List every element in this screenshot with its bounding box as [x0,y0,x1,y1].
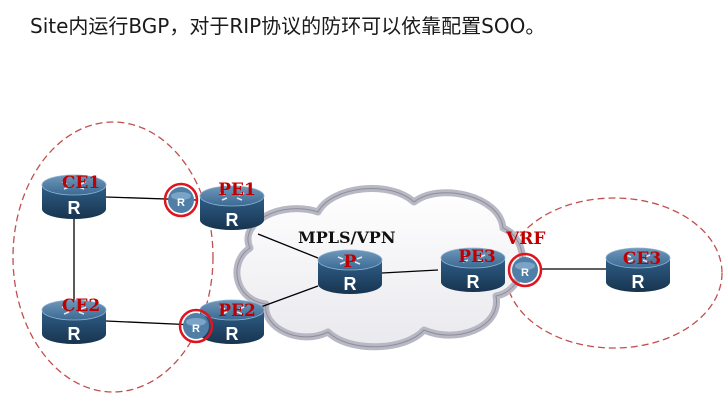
svg-text:R: R [344,274,357,294]
site1-boundary [12,121,214,393]
vrf-marker-pe2: R [178,308,214,344]
label-ce1: CE1 [62,173,100,193]
router-ce3: R CE3 [605,247,671,293]
label-mpls-vpn: MPLS/VPN [298,228,395,247]
svg-text:R: R [521,267,529,279]
router-pe3: R PE3 [440,247,506,293]
label-pe3: PE3 [458,247,496,267]
svg-text:R: R [226,210,239,230]
router-pe2: R PE2 [199,299,265,345]
label-pe2: PE2 [218,301,256,321]
vrf-marker-pe3: R [507,252,543,288]
svg-text:R: R [177,197,185,209]
label-vrf: VRF [505,229,545,249]
vrf-marker-pe1: R [163,182,199,218]
router-ce1: R CE1 [41,173,107,220]
router-ce2: R CE2 [41,296,107,345]
link-pe1-p [257,233,319,259]
link-pe2-p [257,285,319,309]
svg-text:R: R [68,324,81,344]
svg-text:R: R [632,272,645,292]
link-ce2-pe2 [105,320,197,326]
svg-text:R: R [192,323,200,335]
router-p: R P [317,249,383,295]
svg-text:R: R [226,324,239,344]
svg-text:R: R [68,198,81,218]
label-ce2: CE2 [62,296,100,316]
label-pe1: PE1 [218,180,256,200]
router-pe1: R PE1 [199,180,265,231]
svg-text:R: R [467,272,480,292]
label-p: P [344,252,357,272]
link-p-pe3 [381,269,439,274]
label-ce3: CE3 [623,249,661,269]
slide-title: Site内运行BGP，对于RIP协议的防环可以依靠配置SOO。 [30,14,546,38]
